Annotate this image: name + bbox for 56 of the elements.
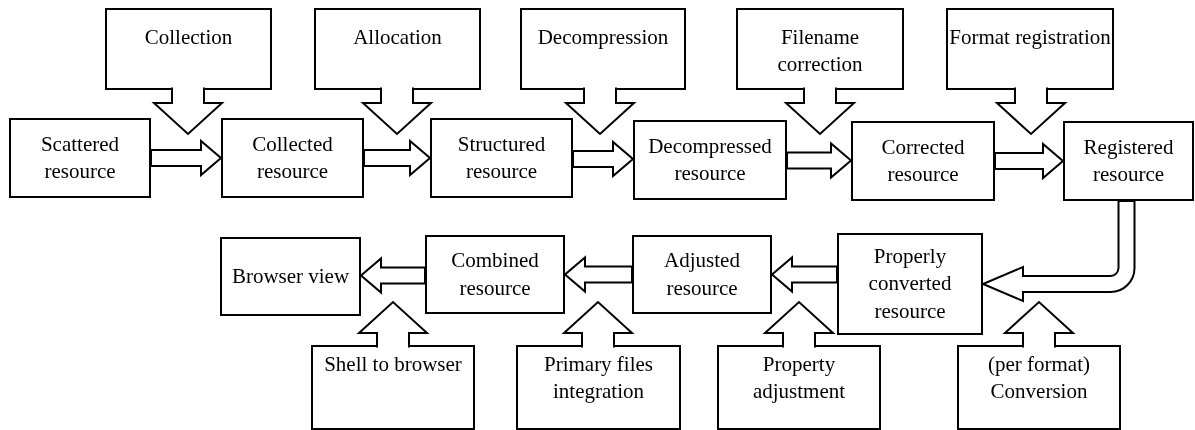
block-arrow — [770, 255, 838, 294]
block-arrow — [572, 139, 635, 179]
callout-pointer — [151, 86, 225, 136]
block-arrow — [563, 255, 633, 294]
box-label: Structured resource — [456, 130, 547, 185]
callout-label: Filename correction — [776, 24, 864, 79]
box-label: Decompressed resource — [647, 132, 773, 187]
process-box — [221, 118, 364, 198]
block-arrow — [150, 138, 223, 178]
callout-pointer — [563, 86, 637, 136]
callout-label: Collection — [144, 24, 233, 51]
process-box — [430, 118, 573, 198]
callout-box — [105, 8, 272, 90]
block-arrow — [786, 141, 853, 180]
callout-pointer — [783, 86, 857, 136]
box-label: Scattered resource — [39, 130, 121, 185]
box-label: Combined resource — [450, 247, 540, 302]
callout-label: (per format) Conversion — [987, 351, 1091, 406]
callout-pointer — [356, 300, 430, 349]
block-arrow — [363, 138, 432, 178]
process-box — [837, 233, 983, 335]
box-label: Collected resource — [251, 130, 334, 185]
callout-label: Format registration — [949, 24, 1111, 51]
callout-box — [946, 8, 1114, 90]
callout-box — [520, 8, 686, 90]
callout-pointer — [994, 86, 1068, 136]
callout-label: Shell to browser — [324, 351, 462, 378]
callout-pointer — [1002, 300, 1076, 349]
box-label: Browser view — [231, 262, 350, 290]
box-label: Registered resource — [1082, 133, 1175, 188]
process-box — [425, 235, 565, 314]
callout-box — [957, 345, 1121, 430]
block-arrow — [994, 141, 1065, 181]
callout-box — [516, 345, 681, 430]
process-box — [633, 120, 787, 200]
block-arrow — [982, 200, 1136, 302]
callout-box — [311, 345, 475, 430]
callout-label: Property adjustment — [751, 351, 847, 406]
block-arrow — [359, 256, 426, 295]
box-label: Properly converted resource — [867, 243, 953, 325]
callout-box — [736, 8, 904, 90]
callout-pointer — [762, 300, 836, 349]
callout-label: Decompression — [537, 24, 669, 51]
process-box — [9, 118, 151, 198]
process-box — [1063, 121, 1194, 201]
process-box — [632, 235, 772, 314]
process-box — [851, 121, 995, 201]
callout-label: Allocation — [353, 24, 442, 51]
box-label: Corrected resource — [880, 133, 966, 188]
callout-box — [717, 345, 881, 430]
callout-label: Primary files integration — [542, 351, 655, 406]
process-box — [220, 237, 361, 316]
box-label: Adjusted resource — [663, 247, 741, 302]
callout-box — [314, 8, 481, 90]
callout-pointer — [360, 86, 434, 136]
callout-pointer — [561, 300, 635, 349]
